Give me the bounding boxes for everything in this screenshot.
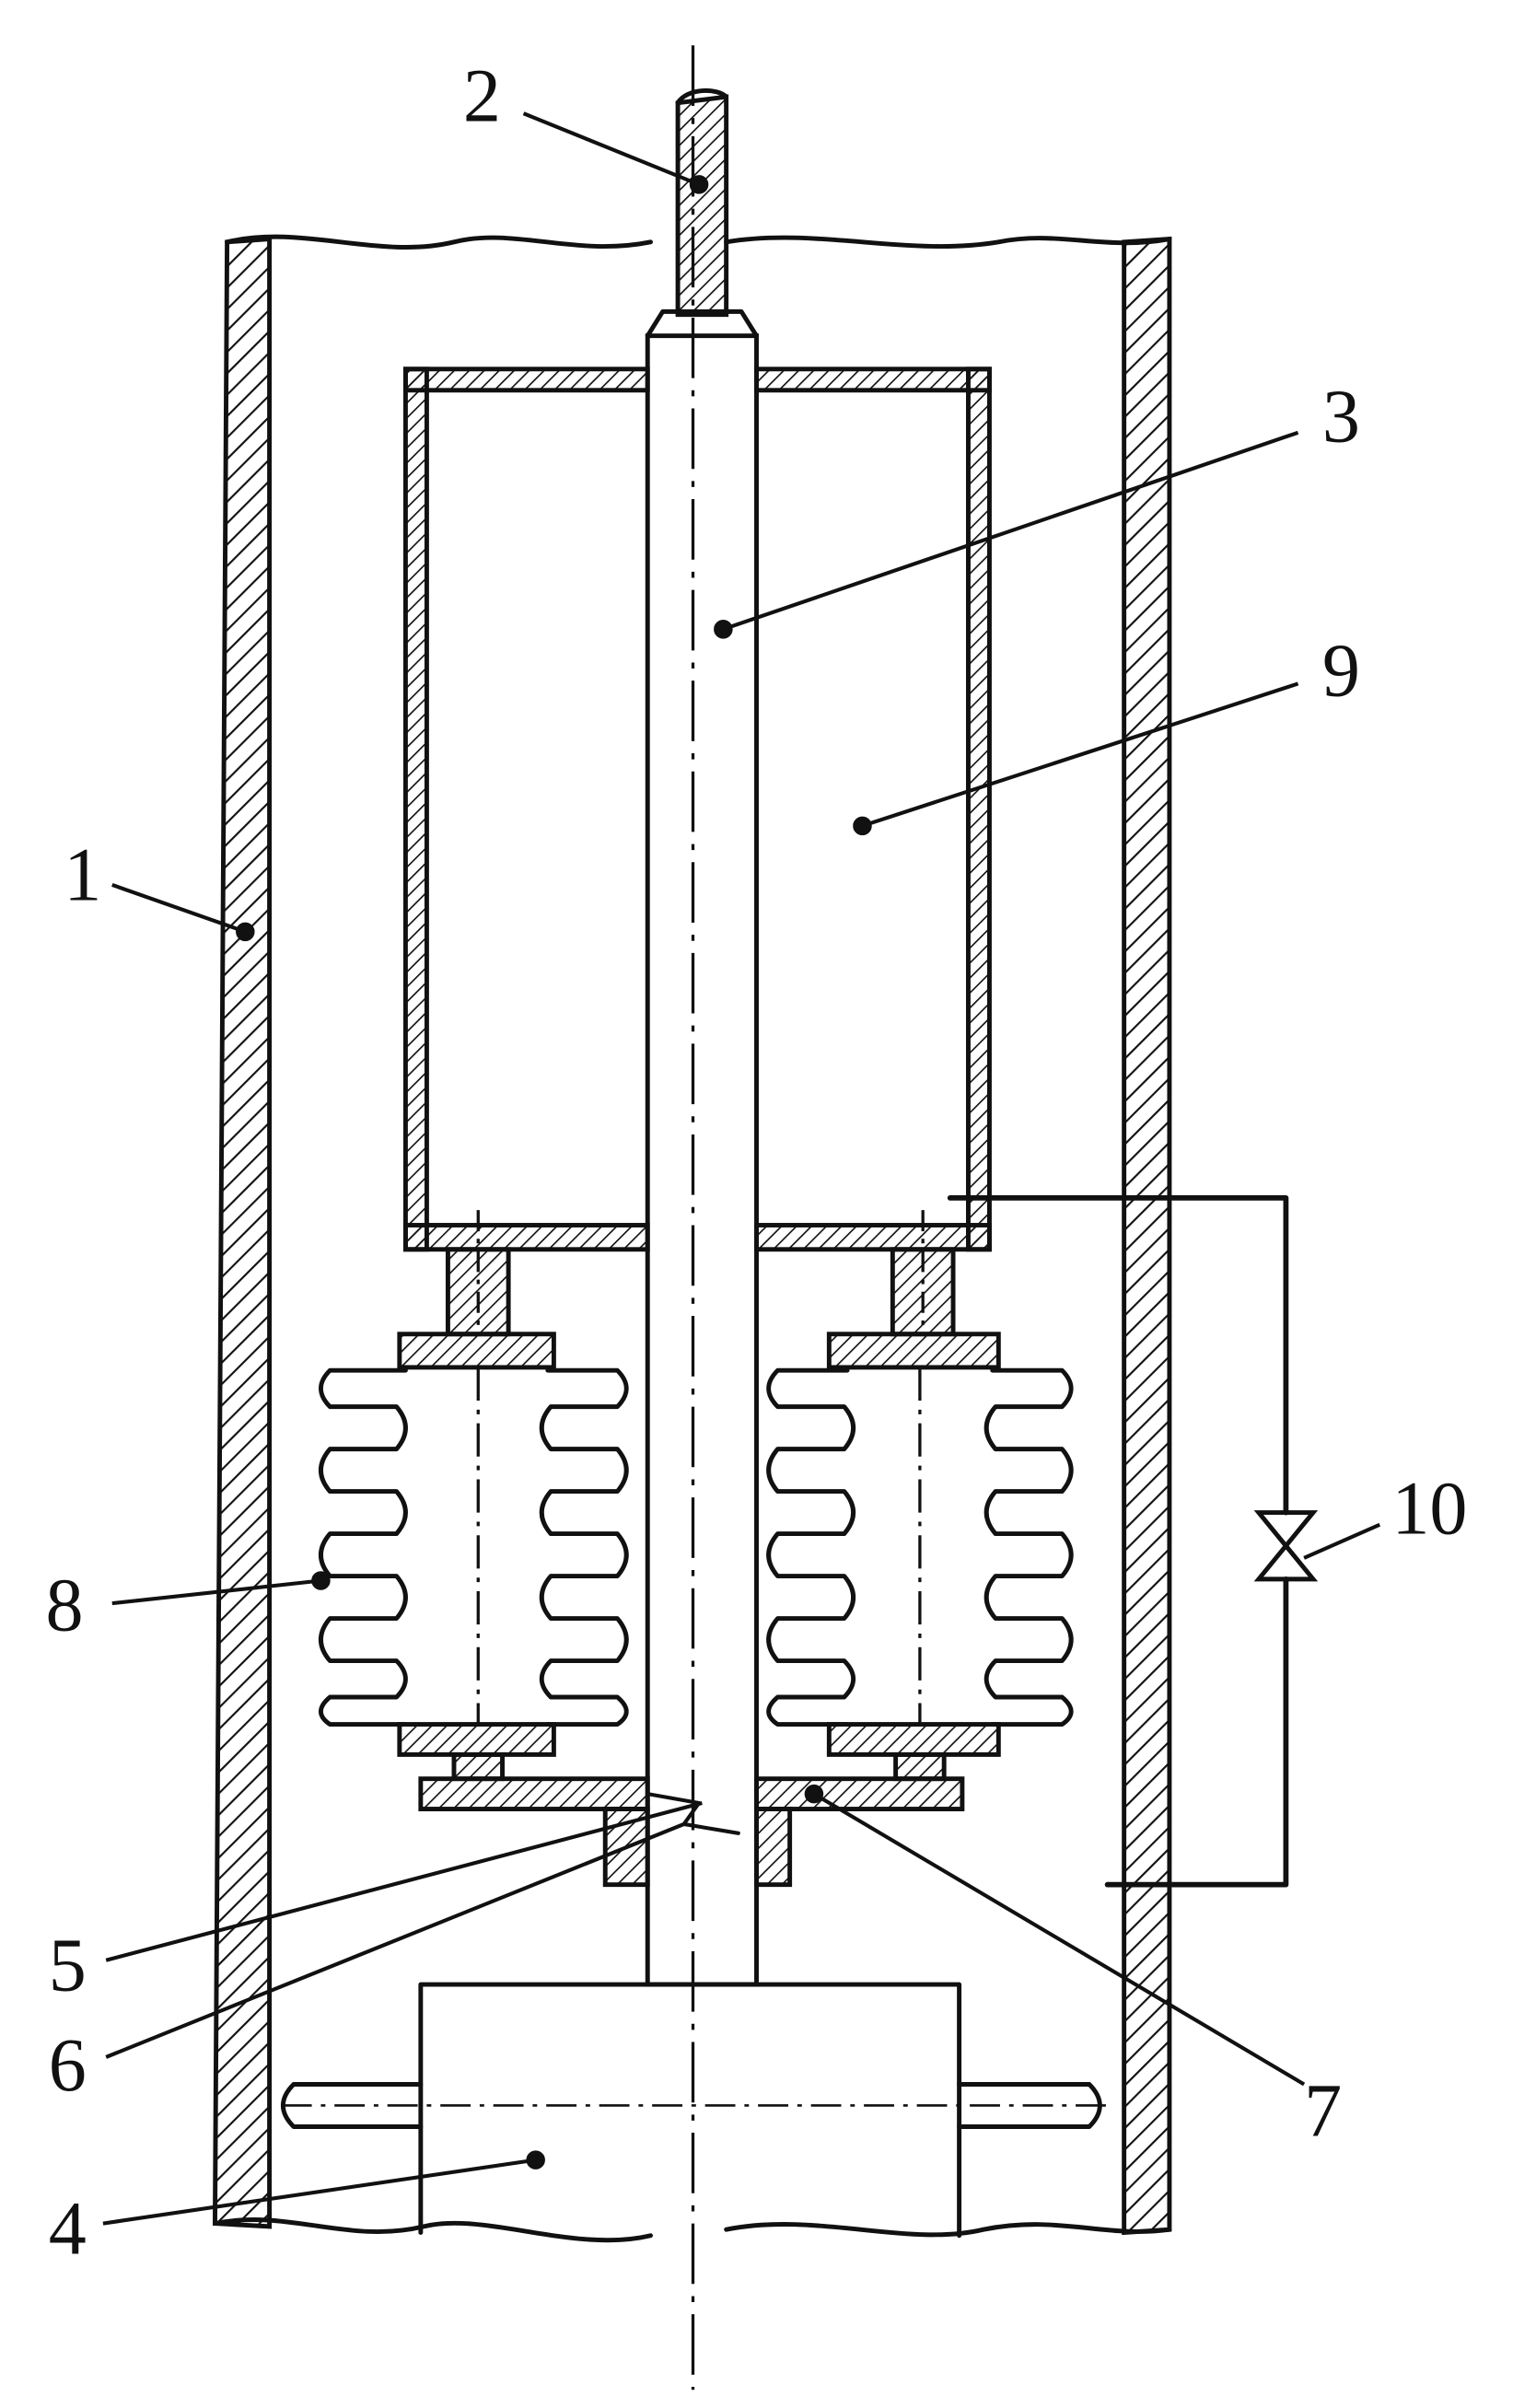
chamber-right-wall: [968, 369, 989, 1250]
bellows-left-right-convolutions: [541, 1370, 626, 1724]
bellows-right-top-flange: [829, 1334, 998, 1367]
chamber-left-wall: [405, 369, 426, 1250]
chamber-top-right: [757, 369, 990, 390]
label-8: 8: [45, 1564, 83, 1647]
leader-1-dot: [238, 925, 252, 939]
leader-7: [814, 1794, 1304, 2084]
bellows-right-right-convolutions: [986, 1370, 1071, 1724]
lower-plate-left: [421, 1779, 647, 1809]
leader-10: [1304, 1525, 1379, 1558]
bottom-block: [282, 1984, 1111, 2236]
label-6: 6: [49, 2023, 87, 2107]
label-7: 7: [1304, 2068, 1342, 2152]
rod-body: [678, 97, 727, 315]
valve-icon: [1259, 1513, 1313, 1579]
bottom-block-body: [421, 1984, 960, 2236]
label-2: 2: [463, 53, 501, 137]
leader-9-dot: [855, 819, 869, 833]
leaders: [103, 113, 1379, 2223]
lower-plate-right: [757, 1779, 962, 1809]
bellows-left-top-flange: [400, 1334, 554, 1367]
label-5: 5: [49, 1924, 87, 2007]
leader-8-dot: [313, 1573, 328, 1588]
chamber-bottom-left: [405, 1225, 647, 1249]
rod: [678, 90, 727, 314]
leader-7-dot: [807, 1786, 821, 1801]
leader-6: [106, 1824, 683, 2057]
bellows-left-stem: [454, 1754, 503, 1778]
shaft: [647, 311, 756, 1984]
bellows-right: [769, 1210, 1072, 1779]
bellows-left-left-convolutions: [320, 1370, 405, 1724]
leader-4: [103, 2160, 536, 2224]
upper-chamber: [405, 369, 989, 1250]
label-1: 1: [64, 832, 101, 916]
chamber-bottom-right: [757, 1225, 990, 1249]
leader-3-dot: [716, 622, 730, 636]
leader-9: [862, 683, 1298, 825]
chamber-top-left: [405, 369, 647, 390]
shaft-body: [647, 336, 756, 1984]
label-3: 3: [1322, 375, 1360, 459]
label-9: 9: [1322, 629, 1360, 713]
label-10: 10: [1391, 1467, 1467, 1551]
hub-right: [757, 1809, 790, 1885]
bypass-pipe: [950, 1198, 1286, 1885]
leader-2-dot: [692, 177, 706, 192]
bellows-right-bottom-flange: [829, 1725, 998, 1755]
leader-8: [112, 1581, 321, 1604]
bellows-right-stem: [896, 1754, 945, 1778]
leader-2: [524, 113, 700, 184]
bellows-left-bottom-flange: [400, 1725, 554, 1755]
label-4: 4: [49, 2186, 87, 2270]
leader-4-dot: [528, 2152, 542, 2167]
leader-3: [723, 433, 1298, 630]
outer-tube-right-wall: [1124, 239, 1170, 2233]
bellows-right-left-convolutions: [769, 1370, 854, 1724]
bellows-left: [320, 1210, 626, 1779]
